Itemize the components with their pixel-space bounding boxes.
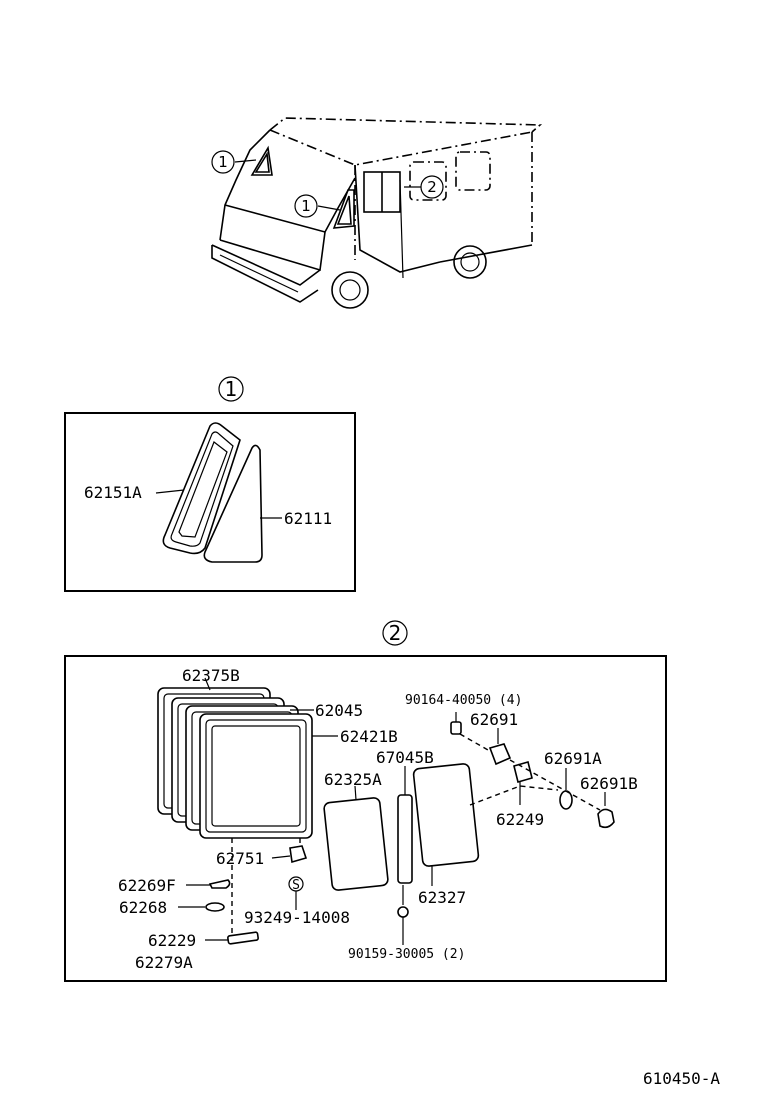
latch-62249	[513, 761, 533, 783]
section-2-heading: 2	[389, 621, 402, 645]
callout-1-circle	[211, 150, 235, 174]
section-1-heading: 1	[225, 377, 238, 401]
label-62249: 62249	[496, 810, 544, 829]
label-62279A: 62279A	[135, 953, 193, 972]
label-67045B: 67045B	[376, 748, 434, 767]
label-62375B: 62375B	[182, 666, 240, 685]
callout-1-label-second: 1	[301, 197, 311, 215]
label-90164: 90164-40050 (4)	[405, 693, 522, 708]
latch-62691A	[559, 790, 573, 810]
label-90159: 90159-30005 (2)	[348, 947, 465, 962]
pad-62268	[205, 902, 225, 912]
label-62751: 62751	[216, 849, 264, 868]
section-1-heading-circle	[218, 376, 244, 402]
latch-62691B	[597, 808, 615, 829]
section-1: 1 62151A 62111	[64, 376, 356, 592]
label-62268: 62268	[119, 898, 167, 917]
label-62691: 62691	[470, 710, 518, 729]
van-illustration: 1 1 2	[211, 117, 543, 309]
label-62691B: 62691B	[580, 774, 638, 793]
glass-62111	[203, 444, 263, 563]
pad-62269F	[208, 879, 231, 889]
section-2-frame	[64, 655, 667, 982]
label-62691A: 62691A	[544, 749, 602, 768]
label-62151A: 62151A	[84, 483, 142, 502]
label-93249: 93249-14008	[244, 908, 350, 927]
callout-1-circle-second	[294, 194, 318, 218]
clip-62751	[289, 845, 308, 864]
callout-2-circle	[420, 175, 444, 199]
label-62269F: 62269F	[118, 876, 176, 895]
section-1-frame	[64, 412, 356, 592]
label-62327: 62327	[418, 888, 466, 907]
screw-90164	[450, 721, 462, 735]
channel-67045B	[397, 794, 413, 884]
frame-62421B	[199, 713, 313, 839]
weatherstrip-62151A	[162, 422, 241, 555]
section-2-heading-circle	[382, 620, 408, 646]
label-62421B: 62421B	[340, 727, 398, 746]
latch-62691	[488, 743, 512, 766]
glass-62327	[412, 763, 480, 867]
callout-2-label: 2	[427, 178, 437, 196]
strip-62229	[227, 931, 259, 945]
label-62111: 62111	[284, 509, 332, 528]
section-2: 2 62375B 62045 62421B 62325A 67045B 9015…	[64, 620, 667, 982]
screw-90159	[397, 906, 409, 918]
label-62045: 62045	[315, 701, 363, 720]
diagram-code: 610450-A	[643, 1069, 720, 1088]
s-mark: S	[292, 878, 300, 893]
callout-1-label: 1	[218, 153, 228, 171]
label-62229: 62229	[148, 931, 196, 950]
label-62325A: 62325A	[324, 770, 382, 789]
glass-62325A	[323, 797, 389, 891]
